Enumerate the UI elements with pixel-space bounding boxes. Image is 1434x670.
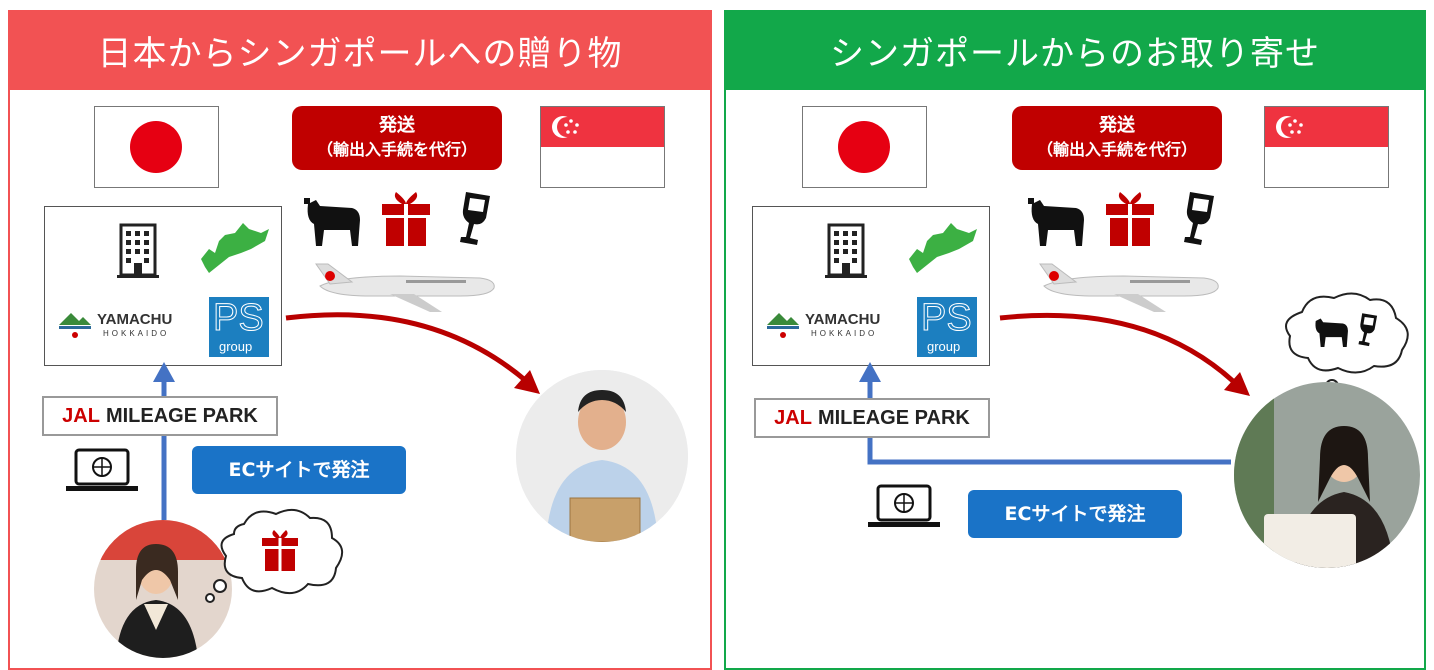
thought-bubble-icon <box>204 504 354 604</box>
ps-group-logo: PS group <box>917 297 977 357</box>
ps-logo-text: PS <box>213 297 265 340</box>
red-arrowhead <box>1224 372 1250 396</box>
company-box: YAMACHU HOKKAIDO PS group <box>44 206 282 366</box>
japan-flag-icon <box>94 106 219 188</box>
yamachu-subname: HOKKAIDO <box>811 329 878 338</box>
ec-order-button[interactable]: ECサイトで発注 <box>968 490 1182 538</box>
singapore-flag-icon <box>1264 106 1389 188</box>
right-panel: シンガポールからのお取り寄せ 発送 （輸出入手続を代行） <box>724 10 1426 670</box>
japan-flag-icon <box>802 106 927 188</box>
ps-group-logo: PS group <box>209 297 269 357</box>
yamachu-mountain-icon <box>59 313 91 338</box>
yamachu-name: YAMACHU <box>97 311 173 328</box>
shipping-subtitle: （輸出入手続を代行） <box>316 140 477 159</box>
wine-glass-icon <box>1180 190 1220 248</box>
bubble-wine-icon <box>1358 313 1378 347</box>
ps-logo-subtext: group <box>219 339 253 354</box>
recipient-photo <box>516 370 688 542</box>
red-delivery-arrow <box>999 312 1236 384</box>
laptop-icon <box>66 448 138 494</box>
jal-mileage-text: MILEAGE PARK <box>817 407 970 429</box>
wine-glass-icon <box>456 190 496 248</box>
thought-bubble-icon <box>1274 288 1424 418</box>
customer-photo <box>1234 382 1420 568</box>
left-panel: 日本からシンガポールへの贈り物 発送 （輸出入手続を代行） <box>8 10 712 670</box>
shipping-label: 発送 （輸出入手続を代行） <box>292 106 502 170</box>
ps-logo-subtext: group <box>927 339 961 354</box>
airplane-icon <box>310 256 500 314</box>
shipping-title: 発送 <box>1099 115 1135 136</box>
shipping-title: 発送 <box>379 115 415 136</box>
shipping-label: 発送 （輸出入手続を代行） <box>1012 106 1222 170</box>
red-arrowhead <box>514 370 540 394</box>
building-icon <box>823 221 869 279</box>
yamachu-name: YAMACHU <box>805 311 881 328</box>
laptop-icon <box>868 484 940 530</box>
jal-brand: JAL <box>62 405 100 427</box>
hokkaido-map-icon <box>903 219 979 277</box>
hokkaido-map-icon <box>195 219 271 277</box>
ps-logo-text: PS <box>921 297 973 340</box>
bubble-cow-icon <box>1315 318 1348 347</box>
yamachu-subname: HOKKAIDO <box>103 329 170 338</box>
yamachu-mountain-icon <box>767 313 799 338</box>
shipping-subtitle: （輸出入手続を代行） <box>1036 140 1197 159</box>
red-delivery-arrow <box>285 312 527 382</box>
cow-icon <box>1026 196 1088 248</box>
left-panel-title: 日本からシンガポールへの贈り物 <box>10 10 710 90</box>
jal-brand: JAL <box>774 407 812 429</box>
company-box: YAMACHU HOKKAIDO PS group <box>752 206 990 366</box>
singapore-flag-icon <box>540 106 665 188</box>
blue-arrowhead <box>859 362 881 382</box>
gift-icon <box>380 188 432 248</box>
building-icon <box>115 221 161 279</box>
cow-icon <box>302 196 364 248</box>
bubble-gift-icon <box>262 530 298 571</box>
airplane-icon <box>1034 256 1224 314</box>
sender-photo <box>94 520 232 658</box>
ec-order-button[interactable]: ECサイトで発注 <box>192 446 406 494</box>
gift-icon <box>1104 188 1156 248</box>
blue-arrowhead <box>153 362 175 382</box>
right-panel-title: シンガポールからのお取り寄せ <box>726 10 1424 90</box>
jal-mileage-text: MILEAGE PARK <box>105 405 258 427</box>
